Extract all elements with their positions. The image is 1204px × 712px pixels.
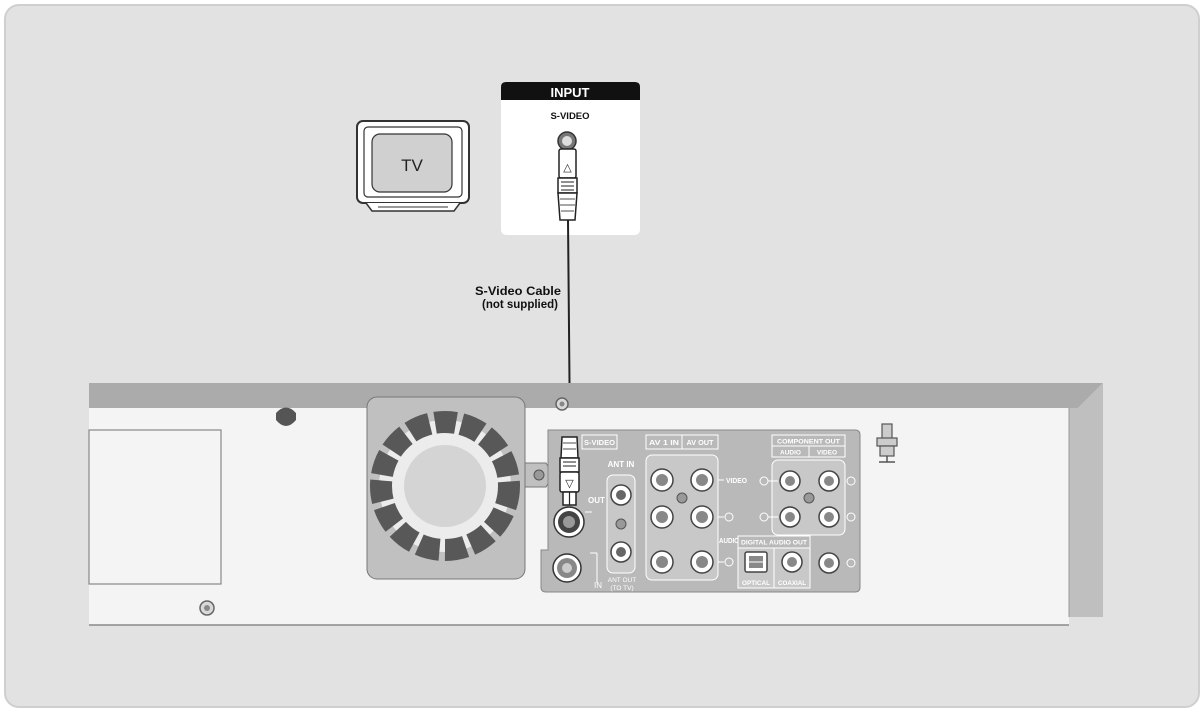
av1-in-label: AV 1 IN <box>649 438 679 447</box>
component-video-label: VIDEO <box>817 450 837 457</box>
mount-slot <box>276 407 296 426</box>
component-rca-jacks <box>779 470 840 574</box>
component-audio-label: AUDIO <box>780 450 801 457</box>
plug-arrow-down: ▽ <box>565 478 574 490</box>
cable-label-line2: (not supplied) <box>482 297 558 311</box>
svideo-plug-recorder-end: ▽ <box>559 436 580 506</box>
in-label: IN <box>594 581 602 590</box>
coaxial-label: COAXIAL <box>778 580 806 587</box>
video-label: VIDEO <box>726 476 747 485</box>
tv-input-panel: INPUT S-VIDEO △ <box>501 82 640 235</box>
cooling-fan <box>366 396 554 580</box>
ant-out-label: ANT OUT <box>608 577 636 584</box>
svideo-jack-label: S-VIDEO <box>550 111 589 122</box>
svideo-plug-tv-end: △ <box>557 148 578 221</box>
av-out-label: AV OUT <box>687 438 714 447</box>
component-out-label: COMPONENT OUT <box>777 439 840 446</box>
input-header: INPUT <box>551 85 590 100</box>
out-label: OUT <box>588 496 605 505</box>
av-rca-jacks <box>650 468 714 574</box>
ground-terminal-icon <box>876 423 898 463</box>
digital-audio-out-label: DIGITAL AUDIO OUT <box>741 540 807 547</box>
ant-in-label: ANT IN <box>608 460 635 469</box>
tv-illustration: TV <box>356 120 470 212</box>
cable-label-line1: S-Video Cable <box>475 284 561 298</box>
plug-arrow-up: △ <box>563 162 572 174</box>
optical-label: OPTICAL <box>742 580 770 587</box>
audio-label: AUDIO <box>719 536 739 545</box>
connector-panel: S-VIDEO ▽ OUT IN ANT IN <box>540 429 861 593</box>
tv-label: TV <box>401 156 423 175</box>
svideo-label: S-VIDEO <box>584 438 615 447</box>
ant-out-to-tv-label: (TO TV) <box>610 585 633 592</box>
